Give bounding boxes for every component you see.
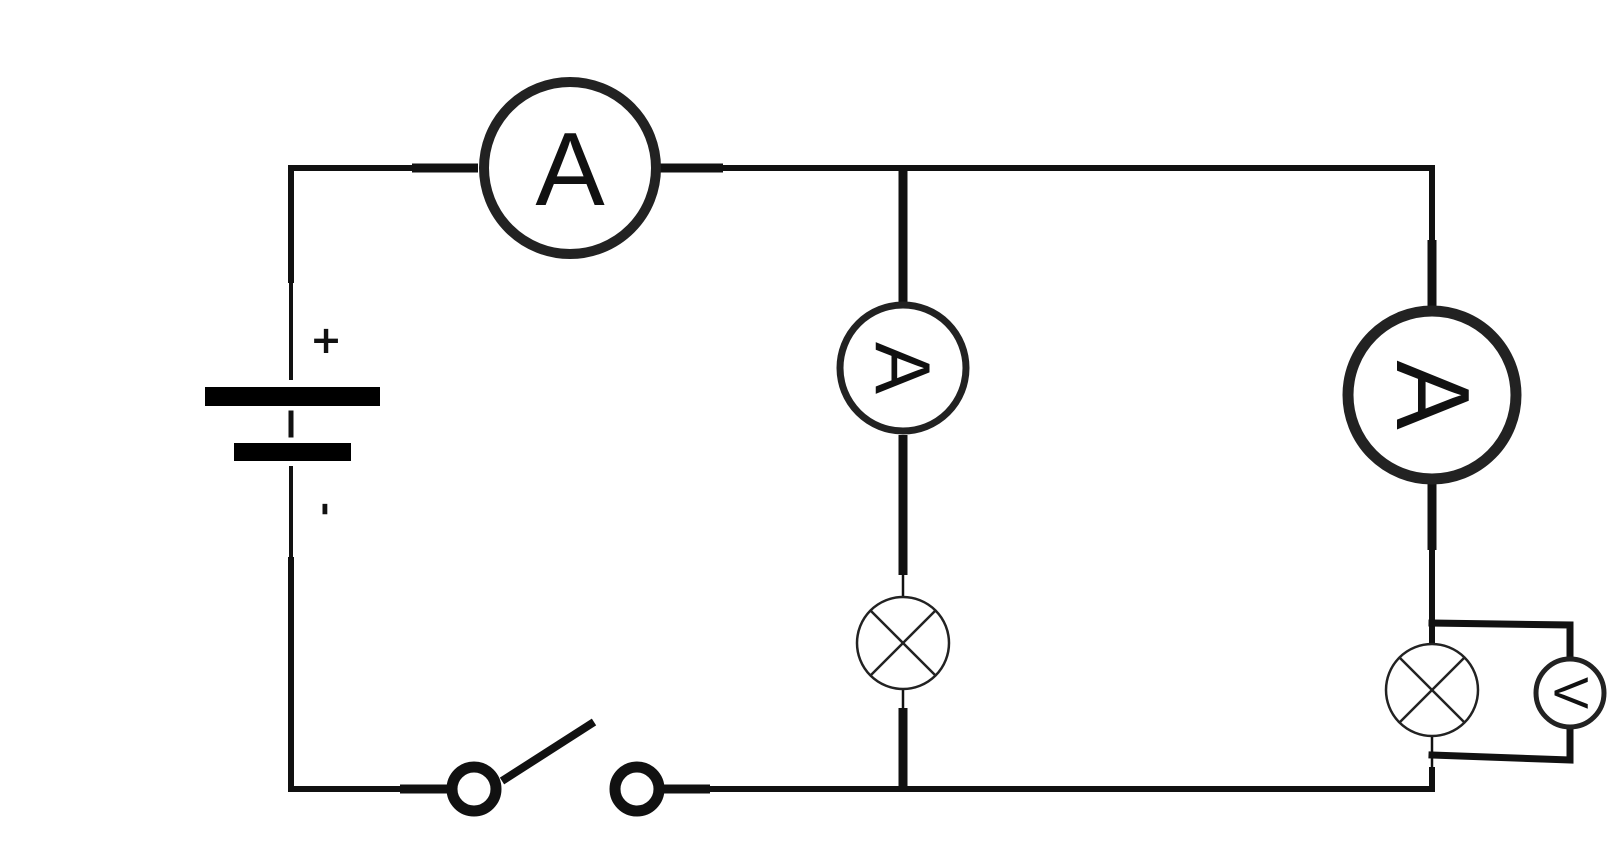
lamp-branch1	[855, 595, 951, 691]
main-ammeter-label: A	[535, 112, 605, 228]
branch1-ammeter-ring	[836, 301, 970, 435]
wire-voltmeter-top	[1428, 619, 1574, 664]
battery: + -	[205, 318, 380, 516]
wire-left-lower	[288, 557, 408, 792]
lamp-branch2-cross-b	[1398, 656, 1466, 724]
voltmeter-label: V	[1544, 677, 1597, 709]
branch1-ammeter-label: A	[859, 342, 947, 394]
voltmeter: V	[1533, 656, 1607, 730]
lamp-branch1-cross-b	[869, 609, 937, 677]
wire-top-right	[720, 165, 1435, 243]
lamp-branch2	[1384, 642, 1480, 738]
main-ammeter: A	[479, 77, 661, 259]
battery-positive-plate	[205, 387, 380, 406]
switch	[446, 718, 665, 817]
branch2-ammeter: A	[1342, 305, 1522, 485]
battery-minus-label: -	[306, 502, 346, 516]
wire-bottom	[707, 767, 1435, 792]
circuit-wires	[288, 163, 1574, 794]
branch1-ammeter: A	[836, 301, 970, 435]
main-ammeter-ring	[479, 77, 661, 259]
switch-lever	[499, 718, 597, 785]
switch-terminal-right	[609, 761, 665, 817]
battery-negative-plate	[234, 443, 351, 461]
battery-plus-label: +	[310, 318, 342, 362]
voltmeter-ring	[1533, 656, 1607, 730]
wire-voltmeter-bottom	[1428, 722, 1574, 764]
branch2-ammeter-label: A	[1374, 360, 1490, 430]
branch2-ammeter-ring	[1342, 305, 1522, 485]
switch-terminal-left	[446, 761, 502, 817]
